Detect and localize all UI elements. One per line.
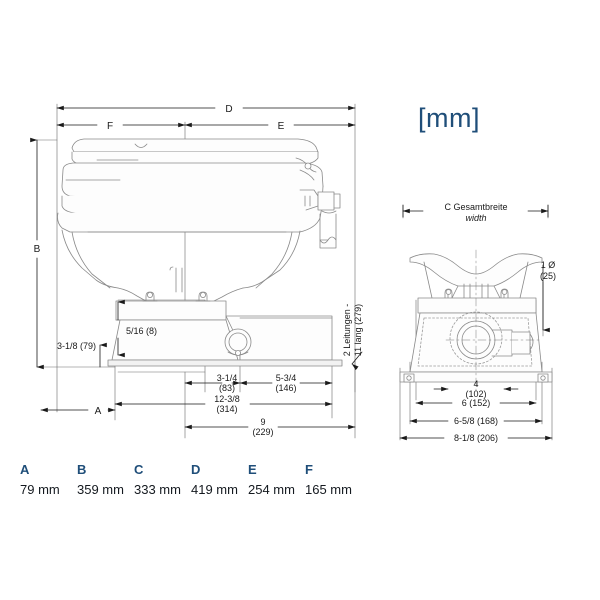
dim-base-depth-l1: 12-3/8 (214, 394, 240, 404)
legend-key-f: F (305, 462, 313, 477)
dim-bolt-left-l1: 3-1/4 (217, 373, 238, 383)
mounting-bolt (444, 288, 453, 299)
front-dimension-text: C Gesamtbreite width 4 (102) 6 (152) 6-5… (444, 202, 556, 443)
dim-A: A (95, 406, 102, 417)
dim-D: D (225, 104, 232, 115)
legend-key-a: A (20, 462, 30, 477)
dim-base-width: 6-5/8 (168) (454, 416, 498, 426)
legend-value-c: 333 mm (134, 482, 181, 497)
dim-seat-height: 5/16 (8) (126, 326, 157, 336)
legend-col-d: D 419 mm (191, 462, 238, 499)
dim-bolt-right-l1: 5-3/4 (276, 373, 297, 383)
mounting-bolt (195, 291, 211, 302)
dim-overall-depth-l2: (229) (252, 427, 273, 437)
front-view-toilet (399, 249, 553, 393)
note-line1: 2 Leitungen - (342, 304, 352, 357)
legend-key-d: D (191, 462, 201, 477)
dim-overall-depth-l1: 9 (260, 417, 265, 427)
legend-col-a: A 79 mm (20, 462, 60, 499)
side-dimension-lines (30, 105, 363, 430)
legend-key-e: E (248, 462, 257, 477)
units-badge: [mm] (418, 103, 480, 133)
dim-bolt-spacing: 6 (152) (462, 398, 491, 408)
legend-col-b: B 359 mm (77, 462, 124, 499)
legend-col-e: E 254 mm (248, 462, 295, 499)
legend-col-c: C 333 mm (134, 462, 181, 499)
dim-B: B (34, 244, 41, 255)
mounting-bolt (142, 291, 158, 302)
dim-E: E (278, 121, 285, 132)
dim-diameter-l1: 1 Ø (541, 260, 556, 270)
front-width-label: C Gesamtbreite (444, 202, 507, 212)
dim-overall-width: 8-1/8 (206) (454, 433, 498, 443)
dim-base-depth-l2: (314) (216, 404, 237, 414)
note-line2: 11 lang (279) (353, 304, 363, 356)
legend-value-d: 419 mm (191, 482, 238, 497)
dim-inner-bolt-l1: 4 (473, 379, 478, 389)
dim-inner-bolt-l2: (102) (465, 389, 486, 399)
mounting-bolt (500, 288, 509, 299)
legend-value-e: 254 mm (248, 482, 295, 497)
dim-base-height: 3-1/8 (79) (57, 341, 96, 351)
dim-bolt-right-l2: (146) (275, 383, 296, 393)
legend-value-a: 79 mm (20, 482, 60, 497)
front-width-label-italic: width (465, 213, 486, 223)
dim-F: F (107, 121, 113, 132)
side-view-toilet (57, 138, 343, 367)
legend-value-f: 165 mm (305, 482, 352, 497)
front-dimension-lines (399, 204, 553, 441)
legend-key-b: B (77, 462, 87, 477)
dimension-legend: A 79 mm B 359 mm C 333 mm D 419 mm E 254… (0, 462, 600, 502)
legend-key-c: C (134, 462, 144, 477)
side-dimension-text: D F E B A 5/16 (8) 3-1/8 (79) 3-1/4 (83)… (34, 104, 363, 437)
legend-col-f: F 165 mm (305, 462, 352, 499)
dim-bolt-left-l2: (83) (219, 383, 235, 393)
dim-diameter-l2: (25) (540, 271, 556, 281)
legend-value-b: 359 mm (77, 482, 124, 497)
